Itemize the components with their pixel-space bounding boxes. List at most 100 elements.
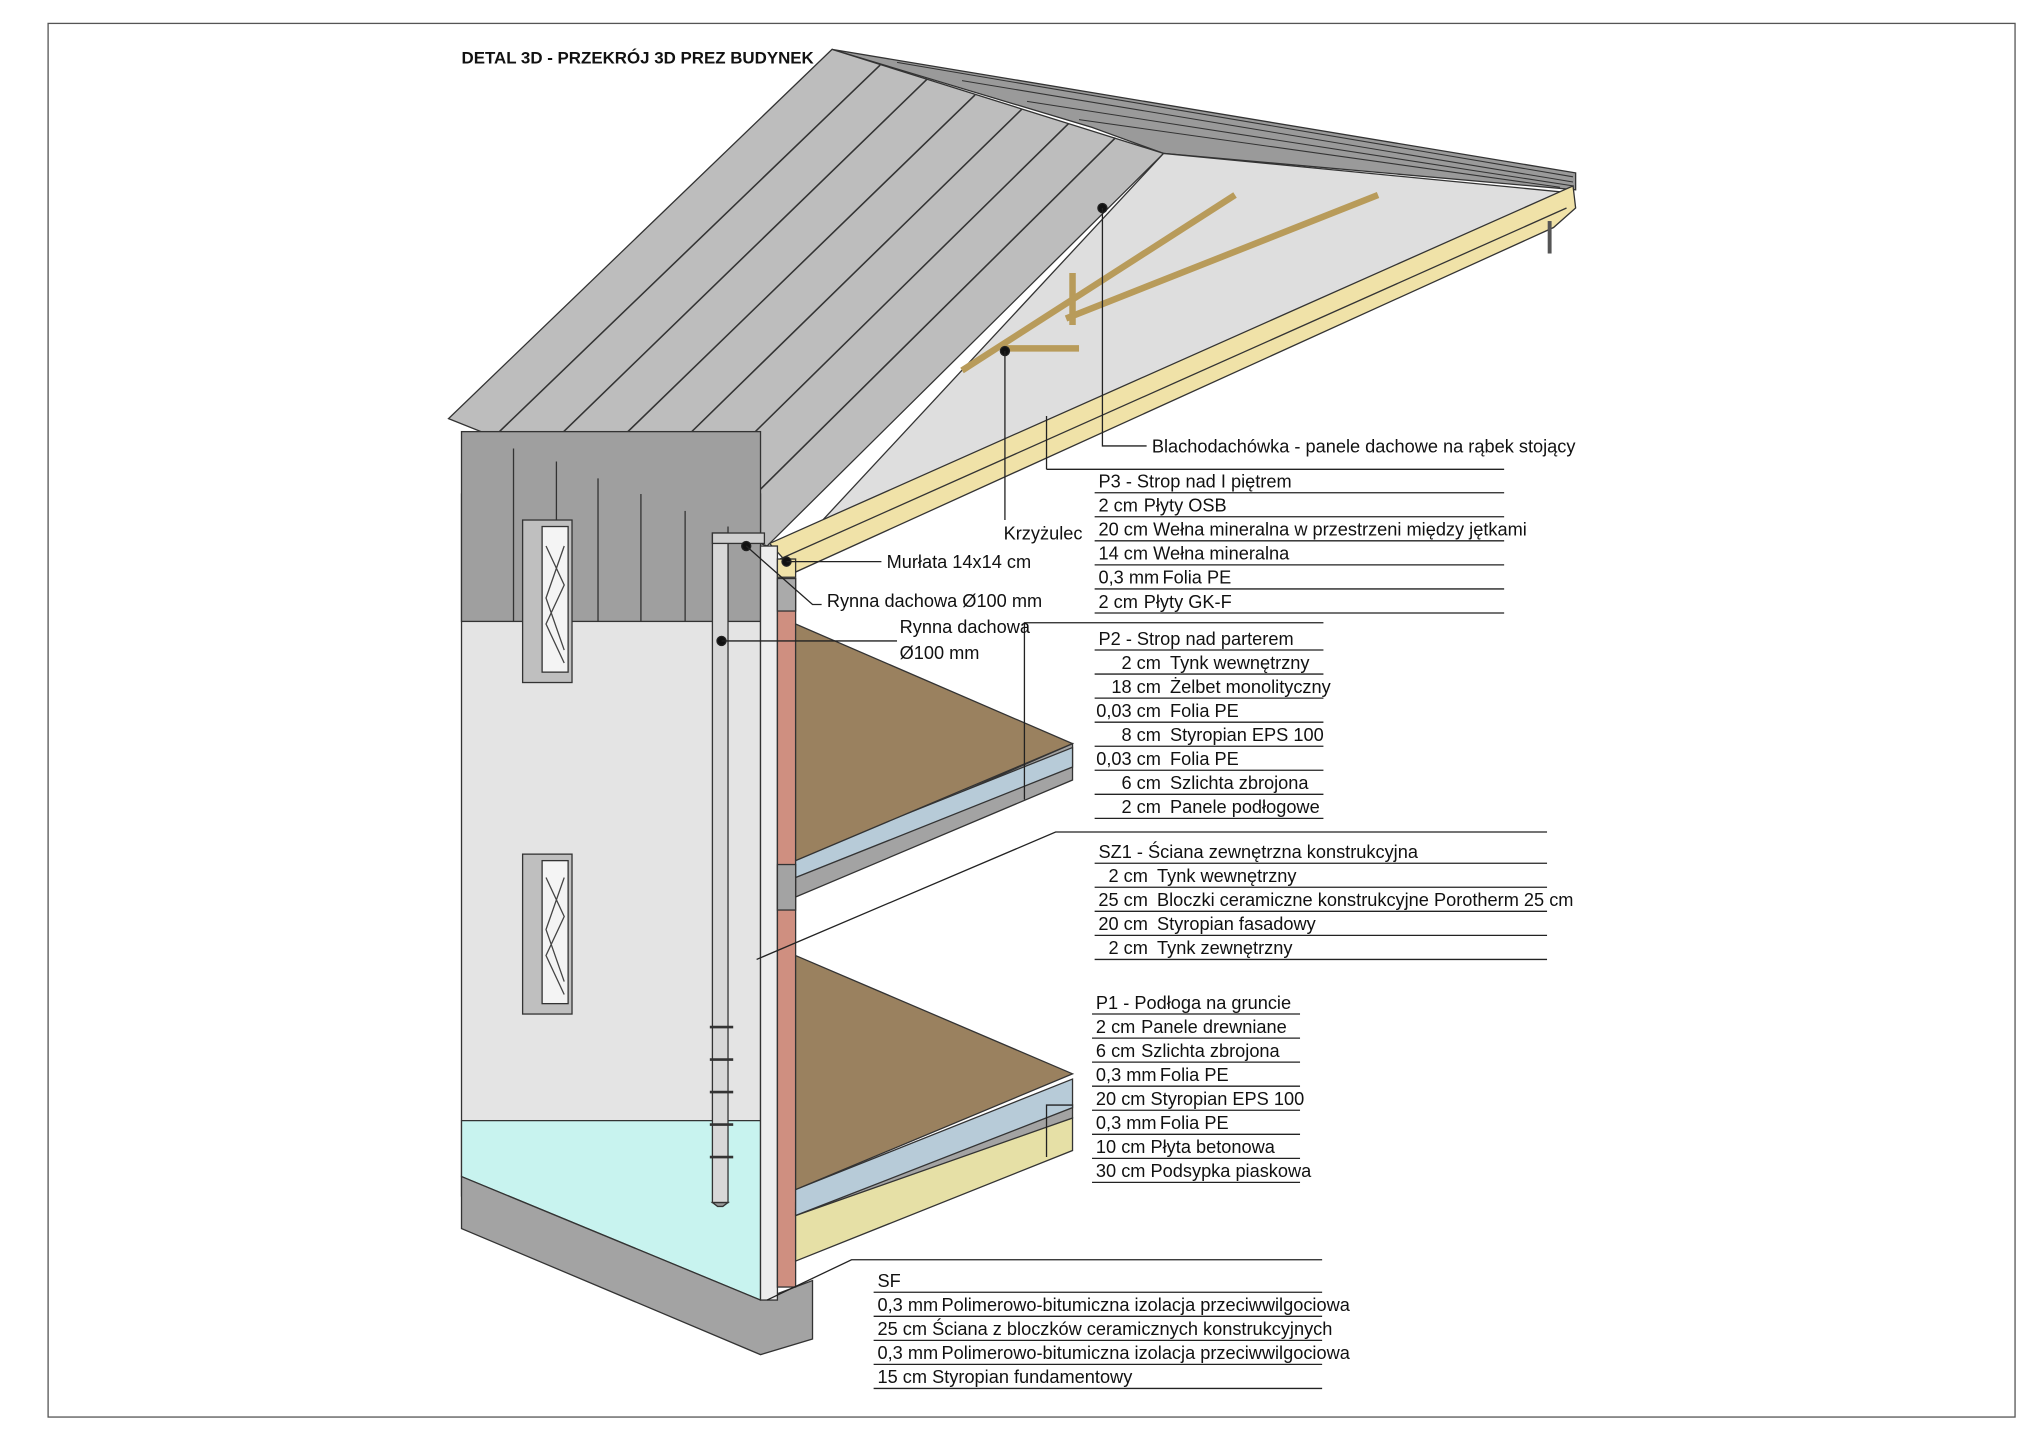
layer-thickness: 25 cm <box>878 1319 928 1339</box>
layer-thickness: 0,3 mm <box>1096 1113 1157 1133</box>
callout-downpipe-2: Ø100 mm <box>900 643 980 663</box>
layer-thickness: 20 cm <box>1096 1089 1146 1109</box>
layer-row: 20 cm Styropian fasadowy <box>1094 914 1548 937</box>
layer-thickness: 0,3 mm <box>878 1295 939 1315</box>
layer-material: Płyty GK-F <box>1144 592 1232 612</box>
layer-thickness: 18 cm <box>1111 677 1161 697</box>
layer-thickness: 0,03 cm <box>1096 701 1161 721</box>
layer-row: 2 cm Płyty GK-F <box>1094 592 1505 614</box>
layer-thickness: 30 cm <box>1096 1161 1146 1181</box>
window-lower <box>521 853 573 1015</box>
layer-thickness: 2 cm <box>1099 592 1138 612</box>
layer-material: Folia PE <box>1170 749 1239 769</box>
roof-far-seams <box>896 61 1574 188</box>
layer-thickness: 2 cm <box>1109 938 1148 958</box>
layer-row: 8 cm Styropian EPS 100 <box>1094 725 1324 747</box>
layer-material: Folia PE <box>1160 1065 1229 1085</box>
layer-material: Styropian fasadowy <box>1157 914 1317 934</box>
floor-p2 <box>776 623 1075 911</box>
layer-thickness: 2 cm <box>1122 653 1161 673</box>
layer-material: Polimerowo-bitumiczna izolacja przeciwwi… <box>941 1343 1350 1363</box>
layer-material: Tynk wewnętrzny <box>1170 653 1310 673</box>
layer-material: Wełna mineralna <box>1153 544 1290 564</box>
layer-row: 2 cm Tynk wewnętrzny <box>1094 653 1324 675</box>
gutter <box>711 532 766 545</box>
layer-material: Folia PE <box>1170 701 1239 721</box>
callout-wall-plate: Murłata 14x14 cm <box>887 552 1032 572</box>
standing-seams <box>493 64 1116 529</box>
brick-wall <box>776 577 797 1288</box>
layer-material: Szlichta zbrojona <box>1170 773 1309 793</box>
layer-material: Polimerowo-bitumiczna izolacja przeciwwi… <box>941 1295 1350 1315</box>
layer-thickness: 10 cm <box>1096 1137 1146 1157</box>
drawing-title: DETAL 3D - PRZEKRÓJ 3D PREZ BUDYNEK <box>462 49 815 68</box>
layer-thickness: 0,03 cm <box>1096 749 1161 769</box>
layer-material: Żelbet monolityczny <box>1170 677 1332 697</box>
layer-row: 6 cm Szlichta zbrojona <box>1094 773 1324 795</box>
window-upper <box>521 519 573 684</box>
layer-material: Folia PE <box>1162 568 1231 588</box>
facade <box>460 430 814 1356</box>
layer-thickness: 6 cm <box>1096 1041 1135 1061</box>
layer-material: Tynk wewnętrzny <box>1157 866 1297 886</box>
layer-thickness: 0,3 mm <box>878 1343 939 1363</box>
layer-row: 25 cm Bloczki ceramiczne konstrukcyjne Po… <box>1094 890 1573 912</box>
callout-roof: Blachodachówka - panele dachowe na rąbek… <box>1152 436 1577 456</box>
layer-thickness: 20 cm <box>1099 520 1149 540</box>
layer-thickness: 6 cm <box>1122 773 1161 793</box>
layer-thickness: 25 cm <box>1098 890 1148 910</box>
layer-table-sz1: SZ1 - Ściana zewnętrzna konstrukcyjna 2 c… <box>1094 841 1573 961</box>
layer-thickness: 0,3 mm <box>1099 568 1160 588</box>
layer-row: 2 cm Panele podłogowe <box>1094 797 1324 820</box>
layer-thickness: 8 cm <box>1122 725 1161 745</box>
layer-row: 0,03 cm Folia PE <box>1094 701 1324 723</box>
layer-material: Styropian EPS 100 <box>1170 725 1324 745</box>
layer-row: 2 cm Płyty OSB <box>1094 496 1505 518</box>
truss-members <box>960 191 1380 374</box>
layer-row: 18 cm Żelbet monolityczny <box>1094 677 1332 699</box>
layer-material: Ściana z bloczków ceramicznych konstrukc… <box>932 1318 1332 1339</box>
layer-material: Płyta betonowa <box>1151 1137 1276 1157</box>
layer-thickness: 2 cm <box>1122 797 1161 817</box>
table-title: SZ1 - Ściana zewnętrzna konstrukcyjna <box>1099 841 1419 862</box>
wall-section <box>759 545 797 1301</box>
layer-material: Panele drewniane <box>1141 1017 1287 1037</box>
layer-material: Bloczki ceramiczne konstrukcyjne Porothe… <box>1157 890 1573 910</box>
floor-p1-top <box>794 954 1075 1191</box>
layer-thickness: 20 cm <box>1098 914 1148 934</box>
layer-material: Podsypka piaskowa <box>1151 1161 1313 1181</box>
eaves-fascia <box>460 430 762 623</box>
layer-thickness: 0,3 mm <box>1096 1065 1157 1085</box>
layer-thickness: 15 cm <box>878 1367 928 1387</box>
layer-material: Płyty OSB <box>1144 496 1227 516</box>
layer-thickness: 2 cm <box>1099 496 1138 516</box>
layer-thickness: 2 cm <box>1109 866 1148 886</box>
layer-material: Styropian EPS 100 <box>1151 1089 1305 1109</box>
table-title: P1 - Podłoga na gruncie <box>1096 993 1291 1013</box>
layer-row: 0,03 cm Folia PE <box>1094 749 1324 771</box>
callout-gutter: Rynna dachowa Ø100 mm <box>827 591 1042 611</box>
floor-p2-top <box>794 623 1075 862</box>
table-title: SF <box>878 1271 901 1291</box>
floor-p1 <box>794 954 1075 1263</box>
layer-material: Styropian fundamentowy <box>932 1367 1133 1387</box>
layer-material: Folia PE <box>1160 1113 1229 1133</box>
layer-material: Panele podłogowe <box>1170 797 1320 817</box>
roof <box>447 48 1577 573</box>
